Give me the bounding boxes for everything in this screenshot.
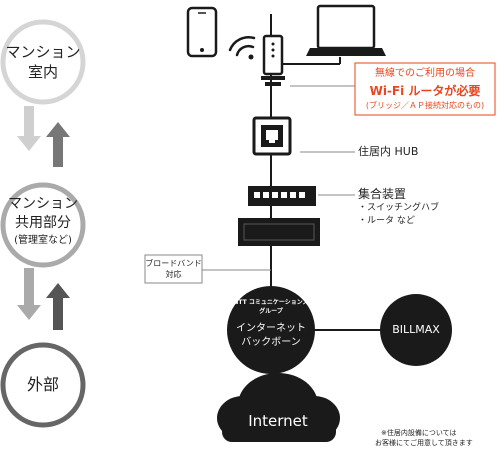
footnote: ※住居内設備については お客様にてご用意して頂きます [375,428,497,448]
common-zone-line1: マンション [8,196,78,212]
equipment-item-router: ・ルータ など [358,216,415,226]
common-zone-circle [0,182,86,268]
billmax-circle [380,294,452,366]
smartphone-icon [186,6,218,58]
wifi-note-line2: Wi-Fi ルータが必要 [369,84,481,98]
wifi-icon [228,36,256,60]
hub-label: 住居内 HUB [358,145,419,158]
internet-label: Internet [248,412,308,430]
broadband-line1: ブロードバンド [145,259,202,268]
footnote-line1: ※住居内設備については [381,429,457,437]
outside-zone-circle [0,342,86,428]
arrow-up-common-icon [46,283,70,330]
wifi-note-text: 無線でのご利用の場合 Wi-Fi ルータが必要 (ブリッジ／ＡＰ接続対応のもの) [356,66,494,112]
laptop-icon [306,4,386,56]
internet-cloud-icon [217,373,340,442]
switching-hub-icon [248,186,316,206]
hub-icon [252,116,292,156]
common-zone-label: マンション 共用部分 (管理室など) [5,195,81,248]
broadband-line2: 対応 [165,270,182,279]
backbone-label-line1: インターネット [236,323,306,334]
footnote-line2: お客様にてご用意して頂きます [375,439,473,447]
common-zone-line2: 共用部分 [15,215,71,231]
indoor-zone-circle [0,19,86,105]
backbone-group-line1: NTT コミュニケーションズ [233,299,309,306]
backbone-label-line2: バックボーン [241,337,301,348]
backbone-group-line2: グループ [259,308,283,315]
billmax-label: BILLMAX [392,323,440,336]
wifi-note-box [354,62,496,116]
arrow-up-indoor-icon [46,122,70,167]
broadband-label: ブロードバンド 対応 [145,258,202,280]
equipment-label: 集合装置 ・スイッチングハブ ・ルータ など [358,186,439,228]
outside-zone-label: 外部 [26,375,59,394]
equipment-item-switch: ・スイッチングハブ [358,203,440,213]
wifi-note-line1: 無線でのご利用の場合 [375,68,475,79]
wifi-note-line3: (ブリッジ／ＡＰ接続対応のもの) [365,101,485,110]
backbone-circle [227,286,315,374]
arrow-down-common-icon [17,268,41,320]
equipment-title: 集合装置 [358,187,407,201]
arrow-down-indoor-icon [17,106,41,151]
broadband-box [144,254,203,284]
indoor-zone-label: マンション 室内 [5,43,81,81]
backbone-label: NTT コミュニケーションズ グループ インターネット バックボーン [229,298,313,350]
wifi-router-icon [261,14,285,86]
common-zone-sub: (管理室など) [14,235,72,246]
building-router-icon [238,218,320,246]
